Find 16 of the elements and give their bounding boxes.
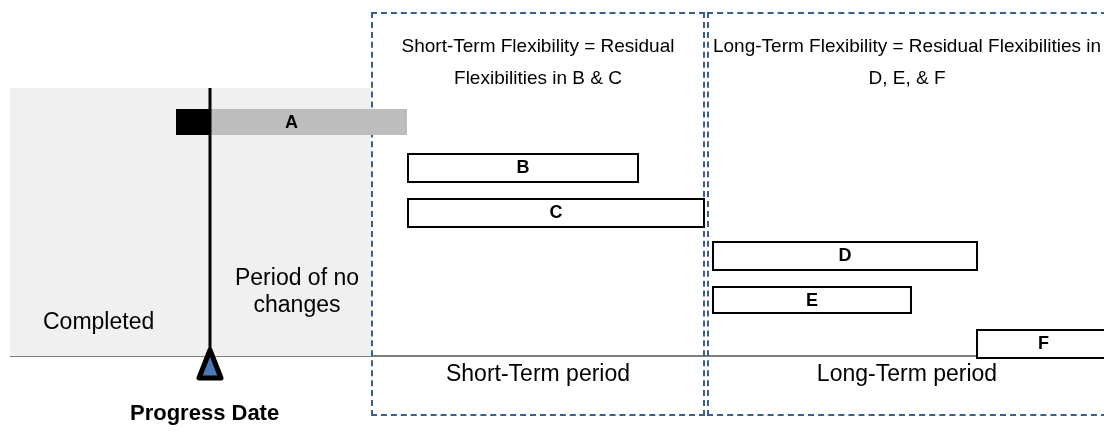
task-bar: C — [407, 198, 705, 228]
period-heading: Long-Term Flexibility = Residual Flexibilities in D, E, & F — [711, 34, 1103, 90]
period-heading: Short-Term Flexibility = Residual Flexibilities in B & C — [400, 34, 676, 90]
task-bar: B — [407, 153, 639, 183]
task-bar: D — [712, 241, 978, 271]
region-label: Completed — [43, 308, 155, 335]
note-text: Period of no changes — [234, 264, 360, 318]
period-label: Short-Term period — [444, 360, 632, 387]
task-bar: E — [712, 286, 912, 314]
period-frame — [707, 12, 1104, 416]
task-bar: F — [976, 329, 1104, 359]
marker-label: Progress Date — [130, 400, 280, 426]
period-frame — [371, 12, 705, 416]
task-bar: A — [176, 109, 407, 135]
completed-region — [10, 88, 371, 356]
period-label: Long-Term period — [815, 360, 999, 387]
